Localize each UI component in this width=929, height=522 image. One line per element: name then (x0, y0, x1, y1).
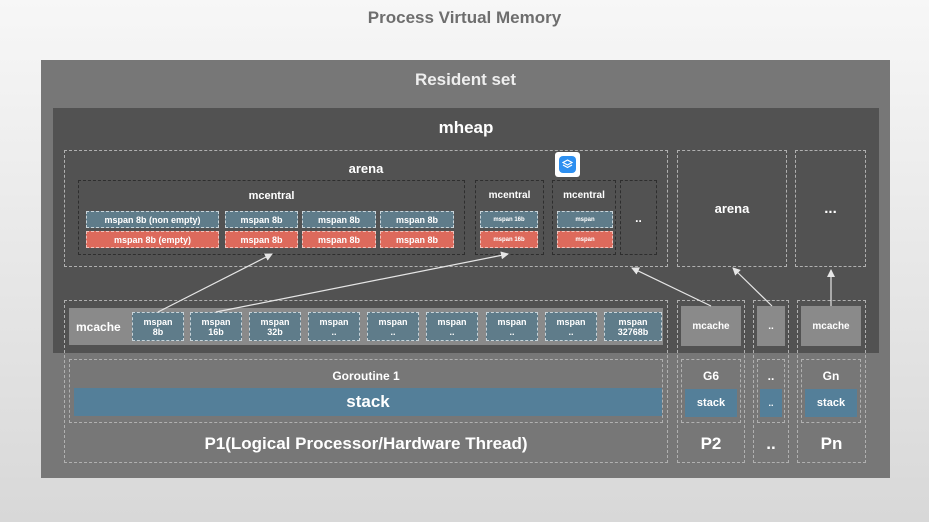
p1-label: P1(Logical Processor/Hardware Thread) (204, 434, 528, 453)
goroutine-1 (69, 359, 663, 423)
p2-label: P2 (700, 434, 722, 453)
goroutine-1-label: Goroutine 1 (332, 369, 400, 383)
mspan-size: 8b (152, 326, 164, 337)
mspan-size: 32b (267, 326, 283, 337)
mspan-label: mspan (556, 316, 586, 327)
mcache-mspan: mspan.. (486, 312, 538, 341)
layers-icon (559, 156, 576, 173)
mspan-size: 32768b (617, 326, 649, 337)
goroutine-g6 (681, 359, 741, 423)
p-more-label: .. (766, 434, 776, 453)
mspan-other-non-empty: mspan (557, 211, 613, 228)
mspan-16b-empty: mspan 16b (480, 231, 538, 248)
mcache-mspan: mspan.. (308, 312, 360, 341)
mspan-size: .. (390, 326, 396, 337)
goroutine-g6-stack: stack (685, 389, 737, 417)
mheap-label: mheap (438, 118, 494, 137)
mspan-non-empty: mspan 8b (225, 211, 298, 228)
mspan-empty: mspan 8b (225, 231, 298, 248)
mcentral-other (552, 180, 616, 255)
mspan-non-empty: mspan 8b (302, 211, 376, 228)
arena-2: arena (677, 150, 787, 267)
goroutine-g6-label: G6 (702, 369, 719, 383)
mspan-size: .. (449, 326, 455, 337)
mspan-other-empty: mspan (557, 231, 613, 248)
mcentral-more: .. (620, 180, 657, 255)
p-more-mcache: .. (757, 306, 785, 346)
goroutine-more-stack: .. (760, 389, 782, 417)
mcache-mspan: mspan.. (367, 312, 419, 341)
mspan-label: mspan (319, 316, 349, 327)
arena-main-label: arena (348, 161, 384, 176)
mcentral-16b-label: mcentral (488, 190, 531, 201)
resident-set-label: Resident set (414, 70, 517, 89)
mspan-empty: mspan 8b (302, 231, 376, 248)
mspan-non-empty: mspan 8b (380, 211, 454, 228)
mcentral-large-label: mcentral (248, 190, 295, 202)
goroutine-1-stack: stack (74, 388, 662, 416)
mspan-label: mspan (618, 316, 648, 327)
mspan-16b-non-empty: mspan 16b (480, 211, 538, 228)
pn-label: Pn (820, 434, 843, 453)
mspan-label: mspan (201, 316, 231, 327)
mspan-size: 16b (208, 326, 224, 337)
mspan-size: .. (331, 326, 337, 337)
p2-mcache: mcache (681, 306, 741, 346)
mcache-mspan: mspan.. (426, 312, 478, 341)
goroutine-more (757, 359, 785, 423)
goroutine-gn-stack: stack (805, 389, 857, 417)
mspan-size: .. (509, 326, 515, 337)
goroutine-gn-label: Gn (822, 369, 840, 383)
goroutine-more-label: .. (767, 369, 775, 383)
mspan-label: mspan (378, 316, 408, 327)
page-title: Process Virtual Memory (367, 8, 562, 27)
mspan-label: mspan (260, 316, 290, 327)
mspan-non-empty: mspan 8b (non empty) (86, 211, 219, 228)
mspan-empty: mspan 8b (380, 231, 454, 248)
arena-more: ... (795, 150, 866, 267)
p1-mcache-label: mcache (76, 320, 121, 334)
mspan-label: mspan (143, 316, 173, 327)
mspan-empty: mspan 8b (empty) (86, 231, 219, 248)
mspan-label: mspan (497, 316, 527, 327)
mcentral-other-label: mcentral (563, 190, 605, 201)
mcentral-16b (475, 180, 544, 255)
mspan-size: .. (568, 326, 574, 337)
mcache-mspan: mspan.. (545, 312, 597, 341)
mspan-label: mspan (437, 316, 467, 327)
goroutine-gn (801, 359, 861, 423)
pn-mcache: mcache (801, 306, 861, 346)
